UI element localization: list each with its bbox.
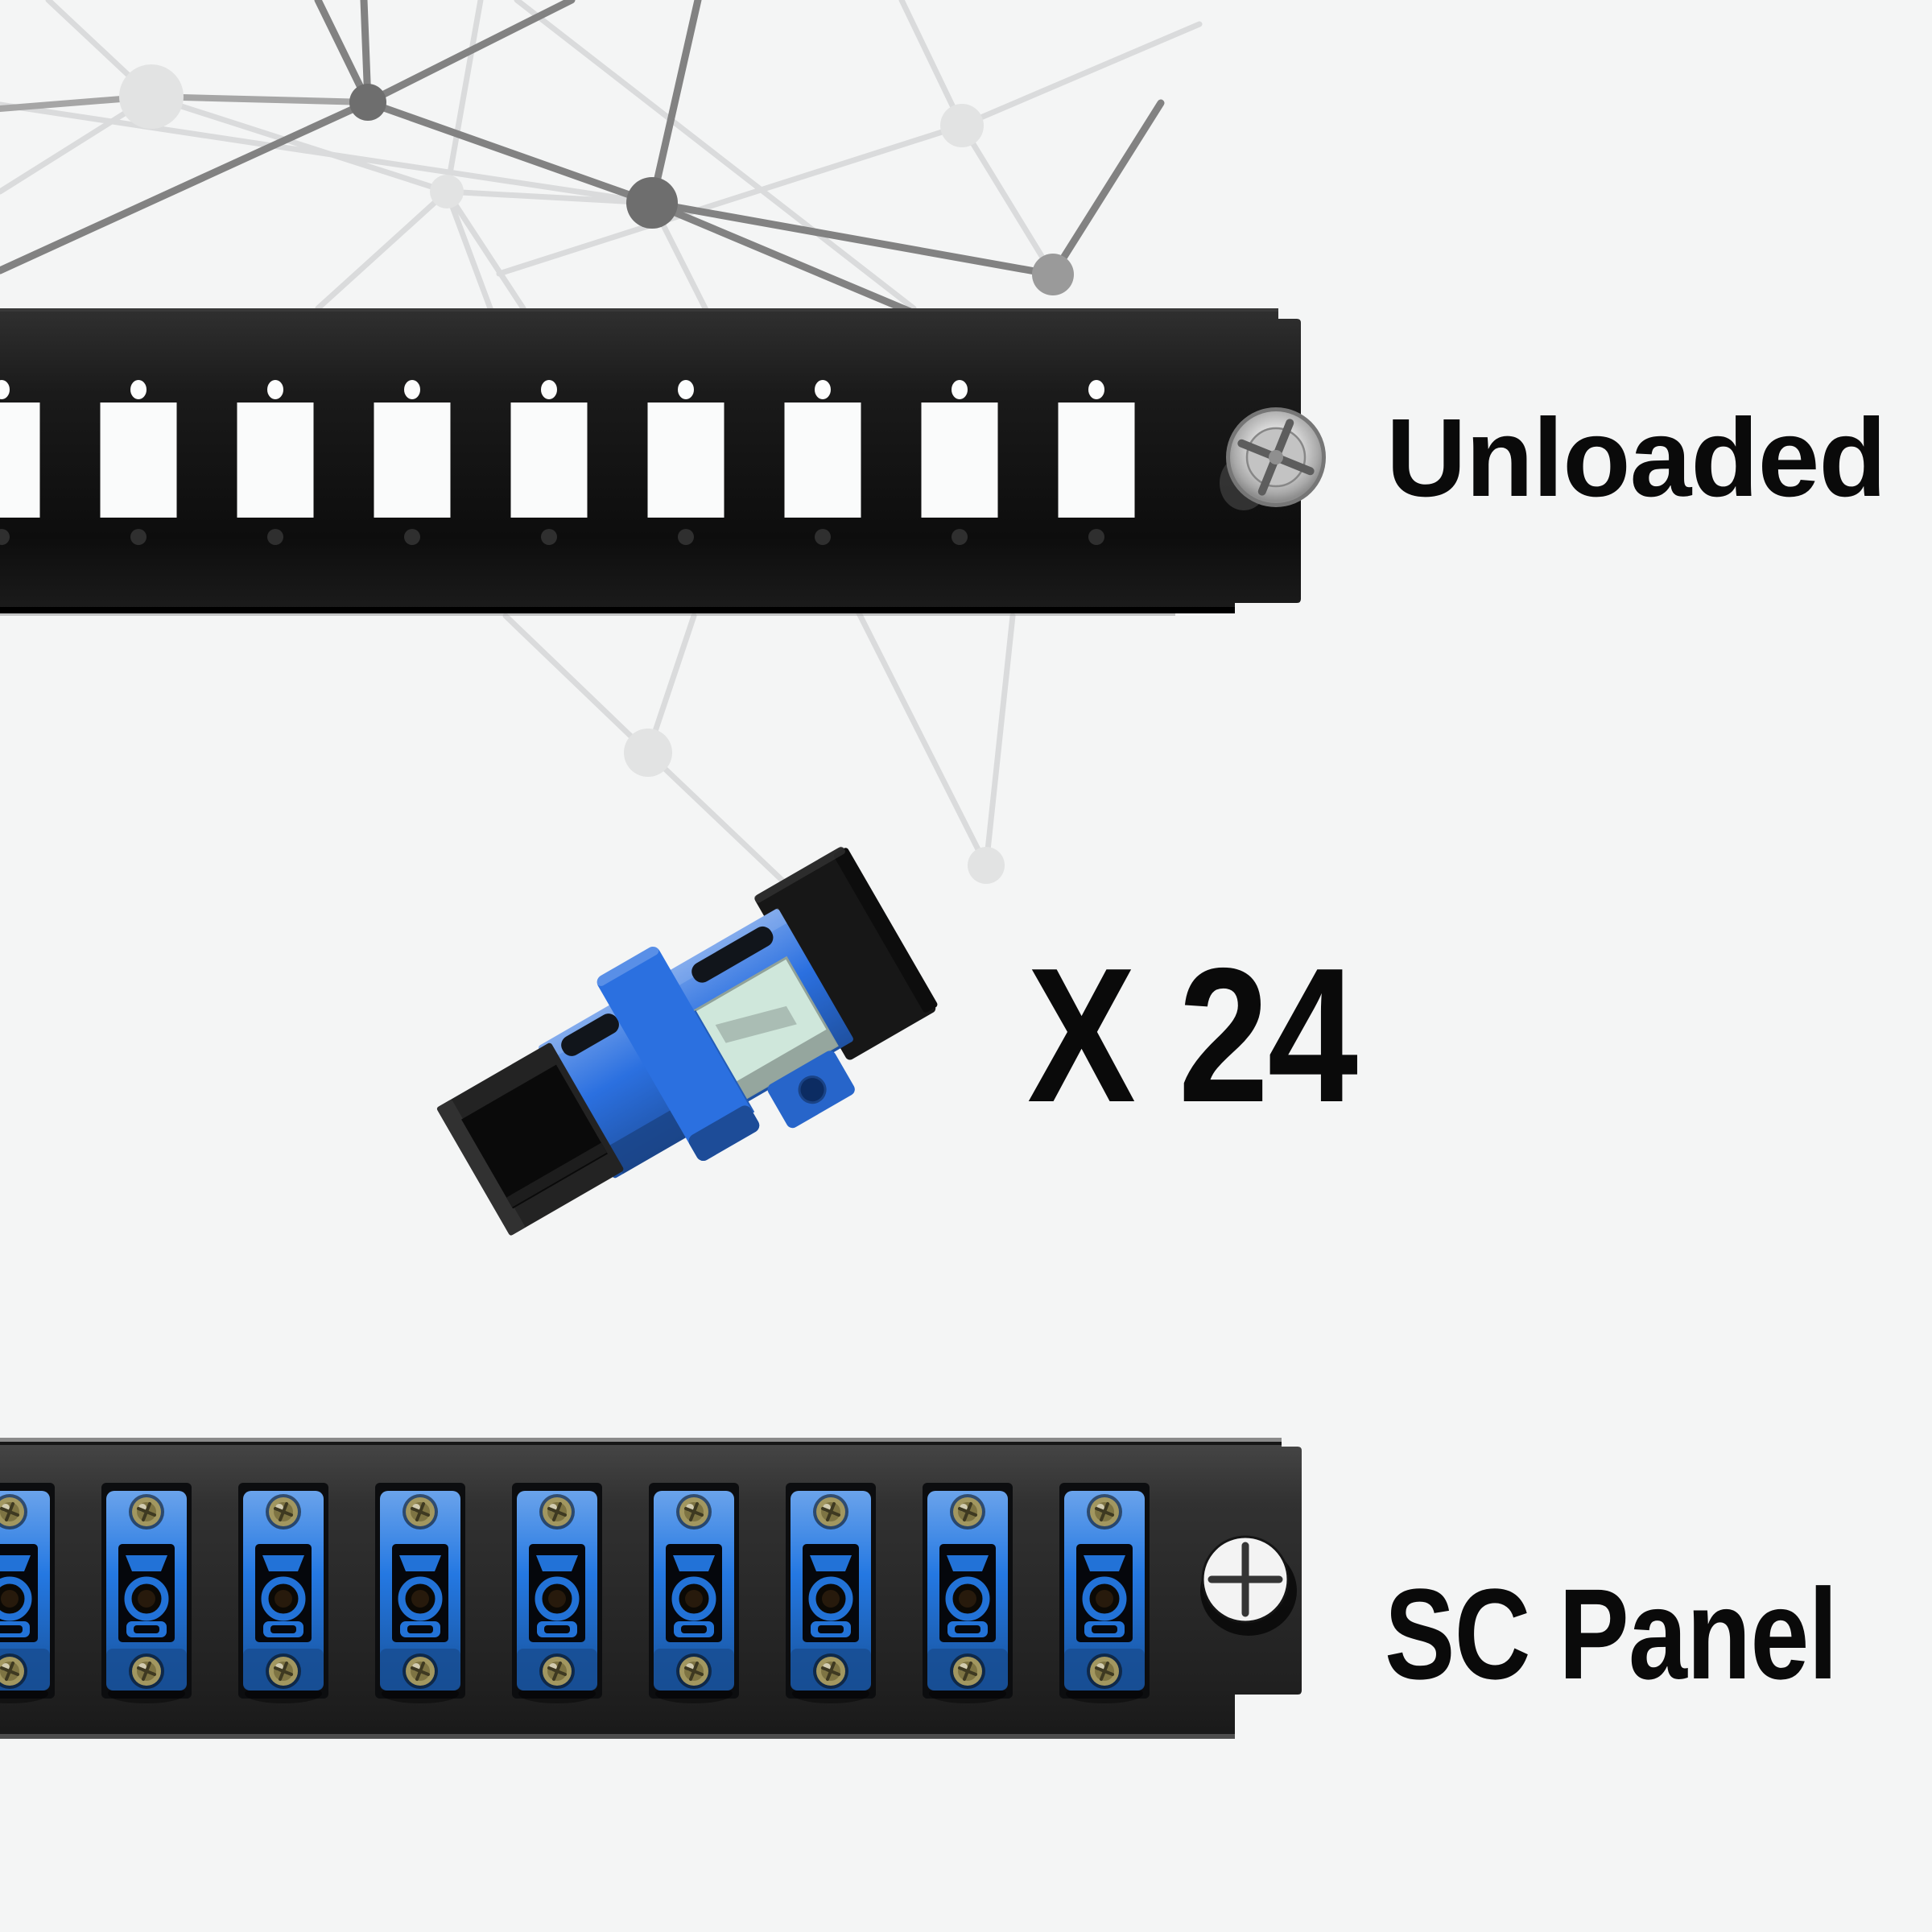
sc-adapter-port: [786, 1483, 876, 1703]
sc-adapter-port: [0, 1483, 55, 1703]
unloaded-label: Unloaded: [1386, 396, 1887, 520]
sc-adapter-port: [923, 1483, 1013, 1703]
sc-adapter-port: [238, 1483, 328, 1703]
bottom-panel-thumbscrew: [1200, 1535, 1297, 1636]
sc-panel-label: SC Panel: [1385, 1562, 1838, 1706]
sc-adapter-port: [101, 1483, 192, 1703]
unloaded-panel: [0, 308, 1326, 616]
sc-panel: [0, 1438, 1302, 1739]
sc-adapter-port: [512, 1483, 602, 1703]
sc-adapter-port: [1059, 1483, 1150, 1703]
sc-adapter-port: [649, 1483, 739, 1703]
sc-adapter: [436, 846, 938, 1236]
quantity-label: X 24: [1027, 929, 1358, 1142]
top-panel-thumbscrew: [1220, 407, 1326, 510]
sc-adapter-port: [375, 1483, 465, 1703]
